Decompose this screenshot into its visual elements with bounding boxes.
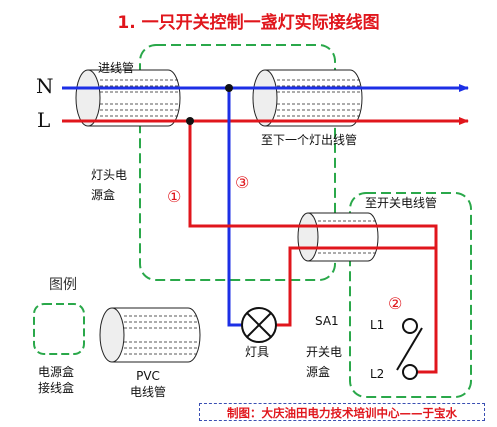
next-lamp-pipe-label: 至下一个灯出线管 [261,133,358,147]
switch-box-label: 开关电 源盒 [306,345,343,379]
switch-conduit [297,212,379,262]
neutral-junction-dot [225,84,233,92]
lamp-box-label: 灯头电 源盒 [91,168,128,202]
switch-sa1-icon [396,318,423,380]
legend-title: 图例 [49,277,77,293]
diagram-title: 1. 一只开关控制一盏灯实际接线图 [117,13,380,33]
switch-pipe-label: 至开关电线管 [365,196,438,210]
inlet-pipe-label: 进线管 [98,61,135,75]
legend-box-icon [33,303,85,355]
switch-l2-label: L2 [370,367,385,381]
lamp-junction-box [139,44,336,281]
lamp-icon [241,307,277,343]
marker-2: ② [388,294,403,313]
lamp-label: 灯具 [245,345,270,359]
live-junction-dot [186,117,194,125]
switch-id-label: SA1 [315,314,339,328]
neutral-lamp-wire [227,88,242,327]
next-lamp-conduit [252,69,363,127]
credit-banner: 制图：大庆油田电力技术培训中心——于宝水 [199,403,485,421]
switch-junction-box [349,192,472,398]
legend-pipe-icon [99,307,201,363]
neutral-line-label: N [36,74,54,98]
marker-3: ③ [235,173,250,192]
switched-lamp-wire [276,246,438,374]
legend-box-label: 电源盒 接线盒 [38,365,75,395]
switch-l1-label: L1 [370,318,385,332]
legend-pipe-label: PVC 电线管 [130,369,167,399]
live-line-label: L [37,108,51,132]
marker-1: ① [167,187,182,206]
inlet-conduit [75,69,181,127]
